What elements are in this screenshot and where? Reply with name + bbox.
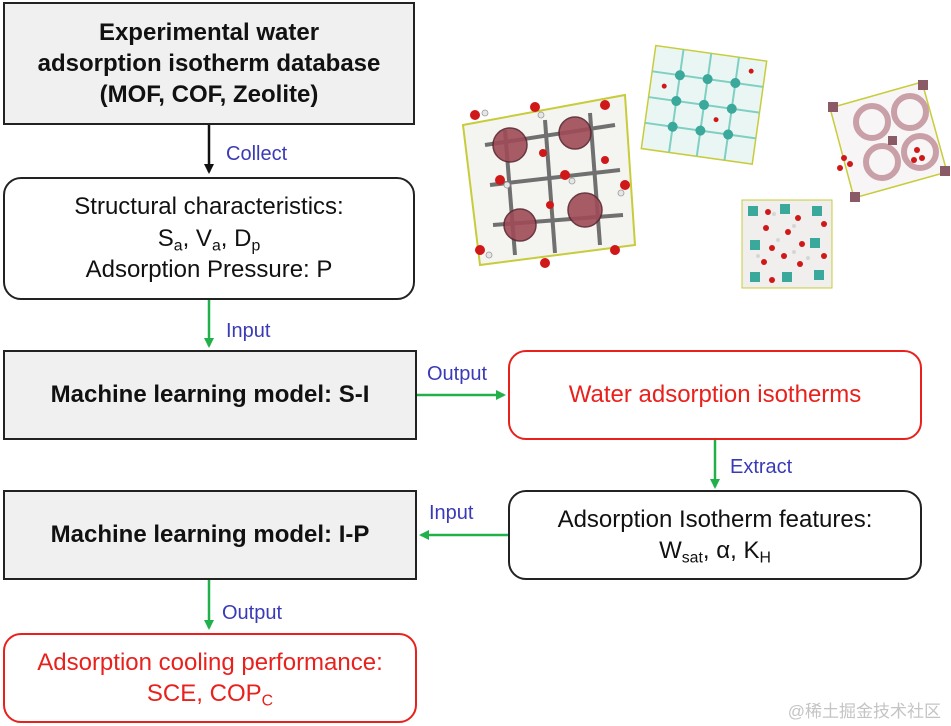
label-output-1: Output <box>427 363 488 385</box>
cooling-metrics: SCE, COP <box>146 680 262 707</box>
database-box: Experimental water adsorption isotherm d… <box>3 2 415 125</box>
database-line-3: (MOF, COF, Zeolite) <box>99 81 319 109</box>
model-si-box: Machine learning model: S-I <box>3 350 417 440</box>
cooling-box: Adsorption cooling performance: SCE, COP… <box>3 633 417 723</box>
alpha-text: , α, <box>702 537 744 564</box>
label-output-2: Output <box>222 602 283 624</box>
isotherms-label: Water adsorption isotherms <box>568 381 862 408</box>
dp-subscript: p <box>251 237 261 255</box>
water-framework-image <box>741 199 833 289</box>
cop-subscript: C <box>261 692 274 710</box>
sa-subscript: a <box>173 237 183 255</box>
features-line-1: Adsorption Isotherm features: <box>557 505 873 533</box>
cooling-line-1: Adsorption cooling performance: <box>37 648 383 676</box>
label-extract: Extract <box>730 456 793 478</box>
database-line-1: Experimental water <box>98 18 320 46</box>
features-box: Adsorption Isotherm features: Wsat, α, K… <box>508 490 922 580</box>
sa-symbol: S <box>157 224 174 252</box>
k-subscript: H <box>759 549 771 567</box>
features-line-2: Wsat, α, KH <box>659 535 771 566</box>
structural-line-3: Adsorption Pressure: P <box>85 256 333 284</box>
k-symbol: K <box>743 537 760 564</box>
database-line-2: adsorption isotherm database <box>37 49 381 77</box>
mof-structure-image <box>461 93 637 268</box>
cooling-line-2: SCE, COPC <box>147 678 273 709</box>
label-input-2: Input <box>429 502 474 524</box>
zeolite-structure-image <box>828 80 950 202</box>
model-ip-box: Machine learning model: I-P <box>3 490 417 580</box>
separator-1: , <box>182 224 196 252</box>
cof-structure-image <box>640 44 768 165</box>
watermark: @稀土掘金技术社区 <box>787 702 941 721</box>
isotherms-box: Water adsorption isotherms <box>508 350 922 440</box>
label-input-1: Input <box>226 320 271 342</box>
structural-line-2: Sa, Va, Dp <box>158 223 261 255</box>
dp-symbol: D <box>234 224 252 252</box>
model-ip-label: Machine learning model: I-P <box>50 521 370 548</box>
label-collect: Collect <box>226 143 288 165</box>
structural-line-1: Structural characteristics: <box>74 192 344 220</box>
structural-box: Structural characteristics: Sa, Va, Dp A… <box>3 177 415 300</box>
w-subscript: sat <box>681 549 703 567</box>
w-symbol: W <box>659 537 682 564</box>
va-symbol: V <box>195 224 212 252</box>
model-si-label: Machine learning model: S-I <box>50 381 370 408</box>
va-subscript: a <box>211 237 221 255</box>
separator-2: , <box>220 224 235 252</box>
